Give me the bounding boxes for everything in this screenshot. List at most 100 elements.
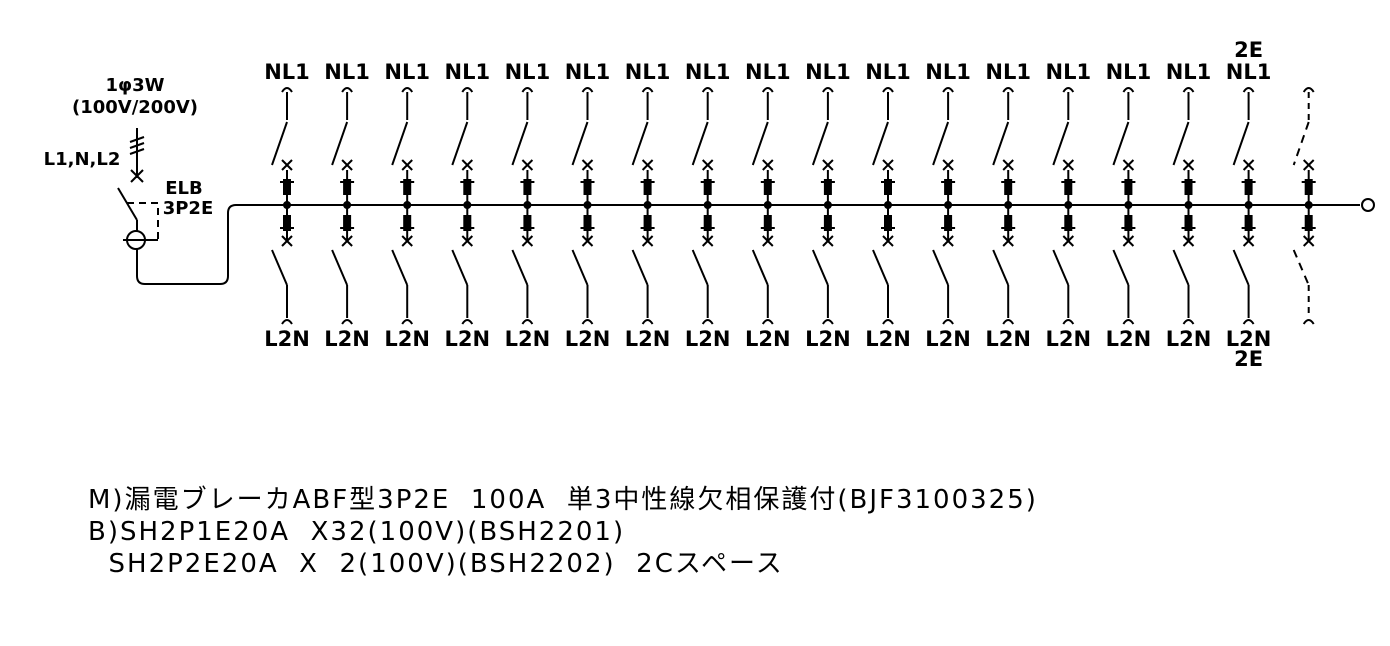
branch-bottom-label: L2N <box>1106 327 1152 351</box>
branch-bottom-label: L2N <box>565 327 611 351</box>
bus-junction-dot <box>1304 201 1313 209</box>
bus-junction-dot <box>1004 201 1013 209</box>
branch-bottom-label: L2N <box>264 327 310 351</box>
top-terminal <box>761 87 774 93</box>
elb-trip-dashed-box <box>127 202 159 240</box>
branch-top-label: NL1 <box>925 60 971 84</box>
top-terminal <box>1002 87 1015 93</box>
top-contact <box>463 179 472 195</box>
bus-junction-dot <box>583 201 592 209</box>
branch-bottom-label: L2N <box>1046 327 1092 351</box>
bottom-terminal <box>701 319 714 325</box>
bottom-terminal <box>281 319 293 325</box>
branch-top-label: NL1 <box>565 60 611 84</box>
bus-junction-dot <box>403 201 412 209</box>
bottom-terminal <box>341 319 353 325</box>
top-contact <box>1184 179 1193 195</box>
branch-top-label: NL1 <box>264 60 310 84</box>
top-contact <box>283 179 291 195</box>
bottom-switch-blade <box>992 249 1010 286</box>
branch-bottom-label: L2N <box>985 327 1031 351</box>
bus-junction-dot <box>884 201 892 209</box>
top-terminal <box>1122 87 1135 93</box>
elb-type-label: ELB <box>165 178 203 199</box>
bottom-switch-blade <box>1292 249 1310 286</box>
three-wire-marker <box>129 136 145 155</box>
top-terminal <box>461 87 474 93</box>
branch-top-label: NL1 <box>324 60 370 84</box>
top-switch-blade <box>1172 121 1190 166</box>
top-switch-blade <box>511 121 529 166</box>
bottom-terminal <box>1122 319 1135 325</box>
bottom-contact <box>1184 215 1193 231</box>
branch-top-label: NL1 <box>985 60 1031 84</box>
top-contact <box>523 179 532 195</box>
top-contact <box>884 179 892 195</box>
top-terminal <box>1242 87 1255 93</box>
top-switch-blade <box>271 121 288 166</box>
top-terminal <box>1302 87 1315 93</box>
bottom-switch-blade <box>1232 249 1250 286</box>
top-switch-blade <box>691 121 709 166</box>
top-contact <box>343 179 352 195</box>
top-contact <box>403 179 412 195</box>
bottom-switch-blade <box>872 249 889 286</box>
branch-bottom-label: L2N <box>745 327 791 351</box>
top-switch-blade <box>872 121 889 166</box>
bus-junction-dot <box>763 201 772 209</box>
bottom-contact <box>944 215 953 231</box>
bottom-switch-blade <box>1052 249 1070 286</box>
note-line-main-breaker: M)漏電ブレーカABF型3P2E 100A 単3中性線欠相保護付(BJF3100… <box>88 485 1038 515</box>
elb-poles-label: 3P2E <box>163 198 214 219</box>
top-contact <box>763 179 772 195</box>
supply-voltage-label: (100V/200V) <box>72 97 198 118</box>
branch-top-label: NL1 <box>1046 60 1092 84</box>
bottom-terminal <box>1182 319 1195 325</box>
bottom-terminal <box>822 319 834 325</box>
bottom-contact <box>1244 215 1253 231</box>
branch-bottom-label: L2N <box>805 327 851 351</box>
bottom-contact <box>283 215 291 231</box>
top-switch-blade <box>992 121 1010 166</box>
top-contact <box>703 179 712 195</box>
top-switch-blade <box>811 121 829 166</box>
top-terminal <box>942 87 954 93</box>
top-contact <box>823 179 832 195</box>
top-terminal <box>882 87 894 93</box>
supply-phase-label: 1φ3W <box>106 75 165 96</box>
bottom-switch-blade <box>451 249 469 286</box>
bus-junction-dot <box>463 201 472 209</box>
bottom-switch-blade <box>511 249 529 286</box>
branch-breakers: NL1L2NNL1L2NNL1L2NNL1L2NNL1L2NNL1L2NNL1L… <box>264 38 1316 371</box>
top-contact <box>1124 179 1133 195</box>
note-line-branch-1e: B)SH2P1E20A X32(100V)(BSH2201) <box>88 517 626 547</box>
top-contact <box>583 179 592 195</box>
branch-top-label: NL1 <box>745 60 791 84</box>
bus-junction-dot <box>523 201 532 209</box>
bottom-contact <box>1304 215 1313 231</box>
bottom-terminal <box>942 319 954 325</box>
top-contact <box>944 179 953 195</box>
bottom-switch-blade <box>331 249 349 286</box>
top-contact <box>1004 179 1013 195</box>
bus-junction-dot <box>283 201 291 209</box>
bottom-contact <box>1004 215 1013 231</box>
top-switch-blade <box>1292 121 1310 166</box>
branch-bottom-label: L2N <box>384 327 430 351</box>
branch-bottom-label: L2N <box>625 327 671 351</box>
top-switch-blade <box>1052 121 1070 166</box>
bottom-terminal <box>1062 319 1075 325</box>
supply-section: 1φ3W (100V/200V) L1,N,L2 ELB 3P2E <box>44 75 1375 285</box>
branch-top-label: NL1 <box>1106 60 1152 84</box>
